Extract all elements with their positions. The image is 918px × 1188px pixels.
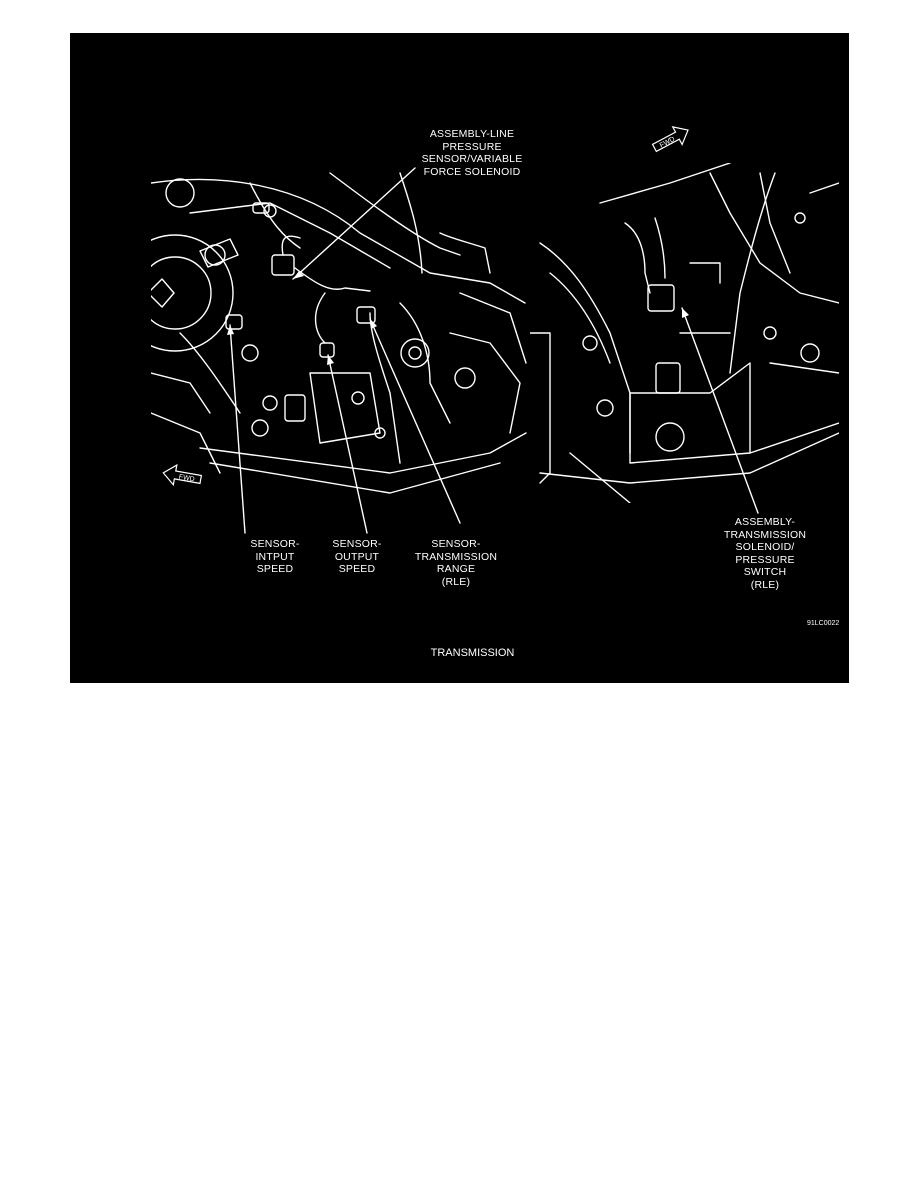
svg-text:FWD: FWD <box>659 136 676 150</box>
fwd-arrow-left-icon: FWD <box>162 463 203 487</box>
svg-text:FWD: FWD <box>178 474 195 484</box>
figure-caption: TRANSMISSION <box>430 647 515 659</box>
label-output-speed-sensor: SENSOR- OUTPUT SPEED <box>332 538 382 575</box>
leader-arrowheads <box>227 271 689 365</box>
trans-range-leader <box>369 318 461 524</box>
label-line-pressure-sensor: ASSEMBLY-LINE PRESSURE SENSOR/VARIABLE F… <box>421 128 523 178</box>
left-transmission-view: FWD <box>151 172 527 494</box>
right-transmission-view: FWD <box>530 126 839 503</box>
transmission-illustration: FWD <box>151 126 839 534</box>
leader-lines <box>229 167 759 534</box>
label-transmission-range-sensor: SENSOR- TRANSMISSION RANGE (RLE) <box>414 538 498 588</box>
figure-id: 91LC0022 <box>807 620 840 627</box>
solenoid-switch-leader <box>681 307 759 514</box>
input-speed-leader <box>229 324 246 534</box>
fwd-arrow-right-icon: FWD <box>651 126 689 153</box>
transmission-figure: FWD <box>70 33 849 683</box>
label-solenoid-pressure-switch: ASSEMBLY- TRANSMISSION SOLENOID/ PRESSUR… <box>723 516 807 591</box>
label-input-speed-sensor: SENSOR- INTPUT SPEED <box>250 538 300 575</box>
output-speed-leader <box>327 354 368 534</box>
